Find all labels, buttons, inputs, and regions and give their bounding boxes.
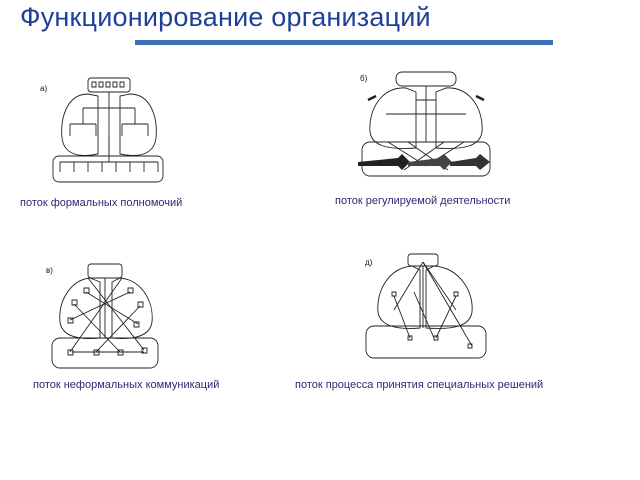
diagram-a-letter: а)	[40, 84, 48, 93]
title-underline	[135, 40, 553, 45]
diagram-b-letter: б)	[360, 74, 368, 83]
diagram-formal-authority	[48, 76, 170, 188]
caption-special-decisions: поток процесса принятия специальных реше…	[295, 379, 544, 391]
diagram-c-letter: в)	[46, 266, 53, 275]
caption-regulated-activity: поток регулируемой деятельности	[335, 195, 511, 207]
diagram-special-decisions	[364, 252, 492, 364]
diagram-d-letter: д)	[365, 258, 373, 267]
diagram-regulated-activity	[358, 70, 494, 186]
caption-formal-authority: поток формальных полномочий	[20, 197, 183, 209]
diagram-informal-communications	[48, 262, 166, 372]
caption-informal-communications: поток неформальных коммуникаций	[33, 379, 220, 391]
page-title: Функционирование организаций	[20, 2, 431, 32]
